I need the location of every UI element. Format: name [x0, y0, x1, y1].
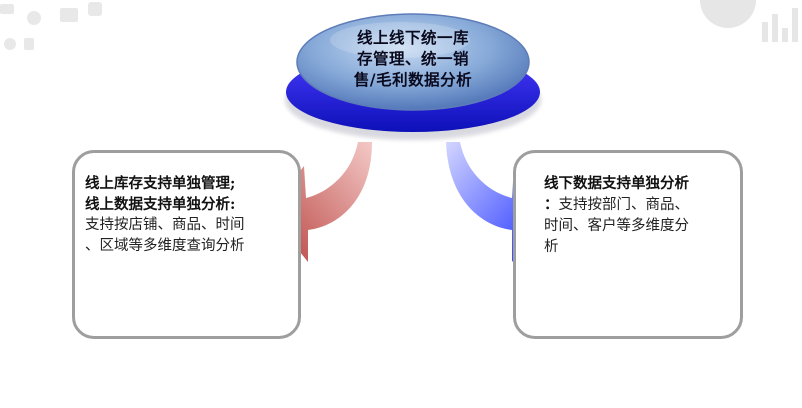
- center-ellipse-node: [285, 13, 541, 140]
- center-line-3: 售/毛利数据分析: [353, 70, 473, 89]
- left-bold-line-2: 线上数据支持单独分析:: [85, 196, 236, 213]
- left-bold-line-1: 线上库存支持单独管理;: [85, 175, 236, 192]
- decorative-background-icons-right: [700, 0, 798, 42]
- tool-icon: [88, 2, 102, 16]
- right-line-1-prefix: ：: [544, 196, 559, 213]
- chat-icon: [0, 4, 14, 14]
- decorative-background-icons: [0, 2, 102, 50]
- offline-data-box: 线下数据支持单独分析 ：支持按部门、商品、 时间、客户等多维度分 析: [513, 150, 743, 339]
- right-line-1-rest: 支持按部门、商品、: [558, 197, 690, 213]
- right-line-3: 析: [544, 239, 559, 255]
- right-line-1: ：支持按部门、商品、: [544, 194, 730, 216]
- ellipse-top: [296, 13, 530, 111]
- globe-icon: [700, 0, 756, 28]
- left-line-1: 支持按店铺、商品、时间: [85, 217, 245, 233]
- left-line-2: 、区域等多维度查询分析: [85, 238, 245, 254]
- bar-chart-icon: [762, 22, 768, 42]
- center-line-2: 存管理、统一销: [356, 49, 469, 68]
- center-node-text: 线上线下统一库 存管理、统一销 售/毛利数据分析: [318, 27, 508, 90]
- right-bold-line-1: 线下数据支持单独分析: [544, 175, 689, 192]
- location-icon: [24, 38, 34, 50]
- download-icon: [60, 8, 78, 22]
- online-data-box: 线上库存支持单独管理; 线上数据支持单独分析: 支持按店铺、商品、时间 、区域等…: [72, 150, 301, 339]
- center-line-1: 线上线下统一库: [356, 28, 469, 47]
- right-line-2: 时间、客户等多维度分: [544, 218, 689, 234]
- tag-icon: [27, 11, 41, 25]
- pin-icon: [4, 38, 16, 50]
